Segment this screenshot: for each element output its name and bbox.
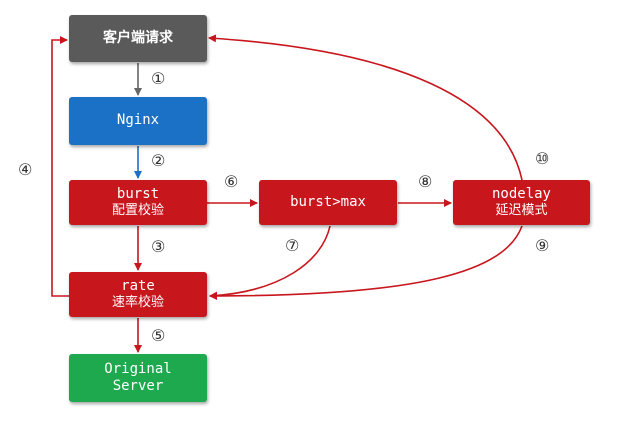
- burst-sublabel: 配置校验: [111, 203, 164, 219]
- step-8-label: ⑧: [418, 172, 433, 191]
- step-6-label: ⑥: [224, 172, 239, 191]
- nodelay-label: nodelay: [491, 185, 551, 202]
- step-4-label: ④: [18, 160, 33, 179]
- original-server-label-2: Server: [112, 378, 164, 394]
- nginx-label: Nginx: [116, 112, 160, 129]
- original-server-label-1: Original: [104, 360, 172, 377]
- client-request-label: 客户端请求: [103, 29, 173, 46]
- arrow-nodelay-to-client: [208, 34, 523, 181]
- nodelay-node: nodelay 延迟模式: [453, 180, 590, 225]
- arrow-nodelay-to-rate: [209, 225, 523, 300]
- step-5-label: ⑤: [151, 326, 166, 345]
- nodelay-sublabel: 延迟模式: [495, 203, 548, 219]
- rate-node: rate 速率校验: [69, 272, 207, 317]
- step-9-label: ⑨: [535, 236, 550, 255]
- step-3-label: ③: [151, 237, 166, 256]
- original-server-node: Original Server: [69, 354, 207, 402]
- step-7-label: ⑦: [285, 236, 300, 255]
- rate-label: rate: [121, 277, 155, 294]
- client-request-node: 客户端请求: [69, 15, 207, 62]
- burst-label: burst: [116, 185, 160, 202]
- arrow-rate-back-to-client: [51, 36, 69, 297]
- step-1-label: ①: [151, 69, 166, 88]
- burst-max-node: burst>max: [259, 180, 397, 225]
- nginx-node: Nginx: [69, 97, 207, 145]
- arrow-burstmax-to-rate: [209, 225, 331, 300]
- burst-max-label: burst>max: [290, 193, 366, 210]
- step-10-label: ⑩: [535, 149, 550, 168]
- rate-sublabel: 速率校验: [111, 295, 164, 311]
- burst-node: burst 配置校验: [69, 180, 207, 225]
- step-2-label: ②: [151, 151, 166, 170]
